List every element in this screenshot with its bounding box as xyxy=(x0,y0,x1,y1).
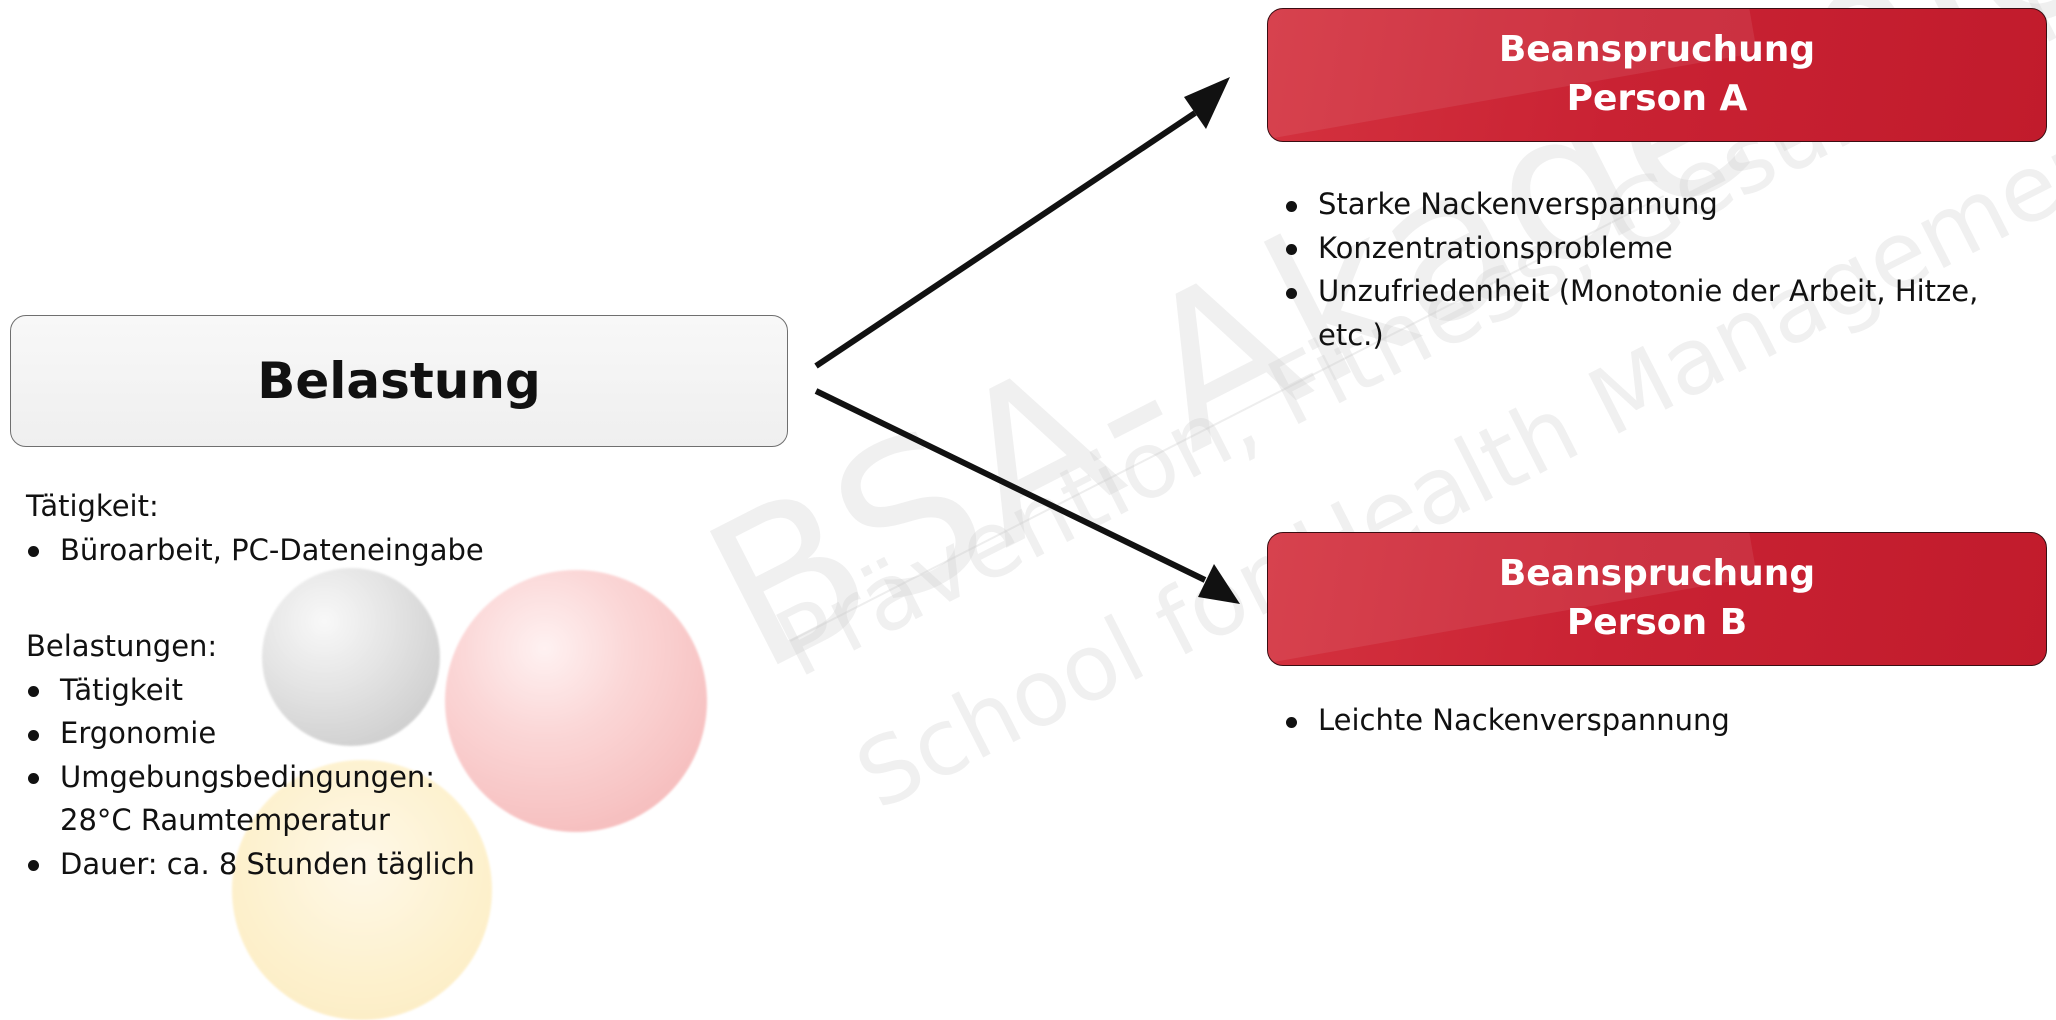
activity-item: Büroarbeit, PC-Dateneingabe xyxy=(26,529,484,573)
person-b-details: Leichte Nackenverspannung xyxy=(1284,699,1730,743)
person-a-item: Starke Nackenverspannung xyxy=(1284,183,1978,227)
arrow-to-person-b xyxy=(814,388,1207,583)
person-a-item-line1: Unzufriedenheit (Monotonie der Arbeit, H… xyxy=(1318,274,1979,308)
person-a-list: Starke Nackenverspannung Konzentrationsp… xyxy=(1284,183,1978,357)
loads-item-environment-line1: Umgebungsbedingungen: xyxy=(60,759,436,794)
arrow-head-person-a xyxy=(1184,77,1230,129)
person-a-details: Starke Nackenverspannung Konzentrationsp… xyxy=(1284,183,1978,357)
activity-section: Tätigkeit: Büroarbeit, PC-Dateneingabe xyxy=(26,485,484,572)
loads-item-environment: Umgebungsbedingungen: 28°C Raumtemperatu… xyxy=(26,756,475,843)
loads-item: Dauer: ca. 8 Stunden täglich xyxy=(26,843,475,887)
activity-heading: Tätigkeit: xyxy=(26,489,159,523)
belastung-title: Belastung xyxy=(257,352,541,410)
loads-item: Tätigkeit xyxy=(26,669,475,713)
person-b-title-line2: Person B xyxy=(1566,602,1748,643)
activity-list: Büroarbeit, PC-Dateneingabe xyxy=(26,529,484,573)
person-b-title-line1: Beanspruchung xyxy=(1498,553,1816,595)
loads-item: Ergonomie xyxy=(26,712,475,756)
person-a-title-line2: Person A xyxy=(1566,78,1748,119)
person-a-item: Konzentrationsprobleme xyxy=(1284,227,1978,271)
person-a-box: Beanspruchung Person A xyxy=(1267,8,2047,142)
loads-section: Belastungen: Tätigkeit Ergonomie Umgebun… xyxy=(26,625,475,886)
arrow-to-person-a xyxy=(814,110,1197,369)
person-b-box: Beanspruchung Person B xyxy=(1267,532,2047,666)
loads-item-environment-line2: 28°C Raumtemperatur xyxy=(60,803,390,837)
red-sphere-decoration xyxy=(445,570,707,832)
person-a-item-line2: etc.) xyxy=(1318,317,1384,352)
person-a-item-dissatisfaction: Unzufriedenheit (Monotonie der Arbeit, H… xyxy=(1284,270,1978,357)
gray-sphere-decoration xyxy=(262,568,440,746)
loads-list: Tätigkeit Ergonomie Umgebungsbedingungen… xyxy=(26,669,475,887)
person-b-item: Leichte Nackenverspannung xyxy=(1284,699,1730,743)
arrows xyxy=(814,77,1240,604)
belastung-box: Belastung xyxy=(10,315,788,447)
arrow-head-person-b xyxy=(1198,564,1240,604)
person-b-list: Leichte Nackenverspannung xyxy=(1284,699,1730,743)
loads-heading: Belastungen: xyxy=(26,629,218,663)
person-a-title-line1: Beanspruchung xyxy=(1498,29,1816,71)
